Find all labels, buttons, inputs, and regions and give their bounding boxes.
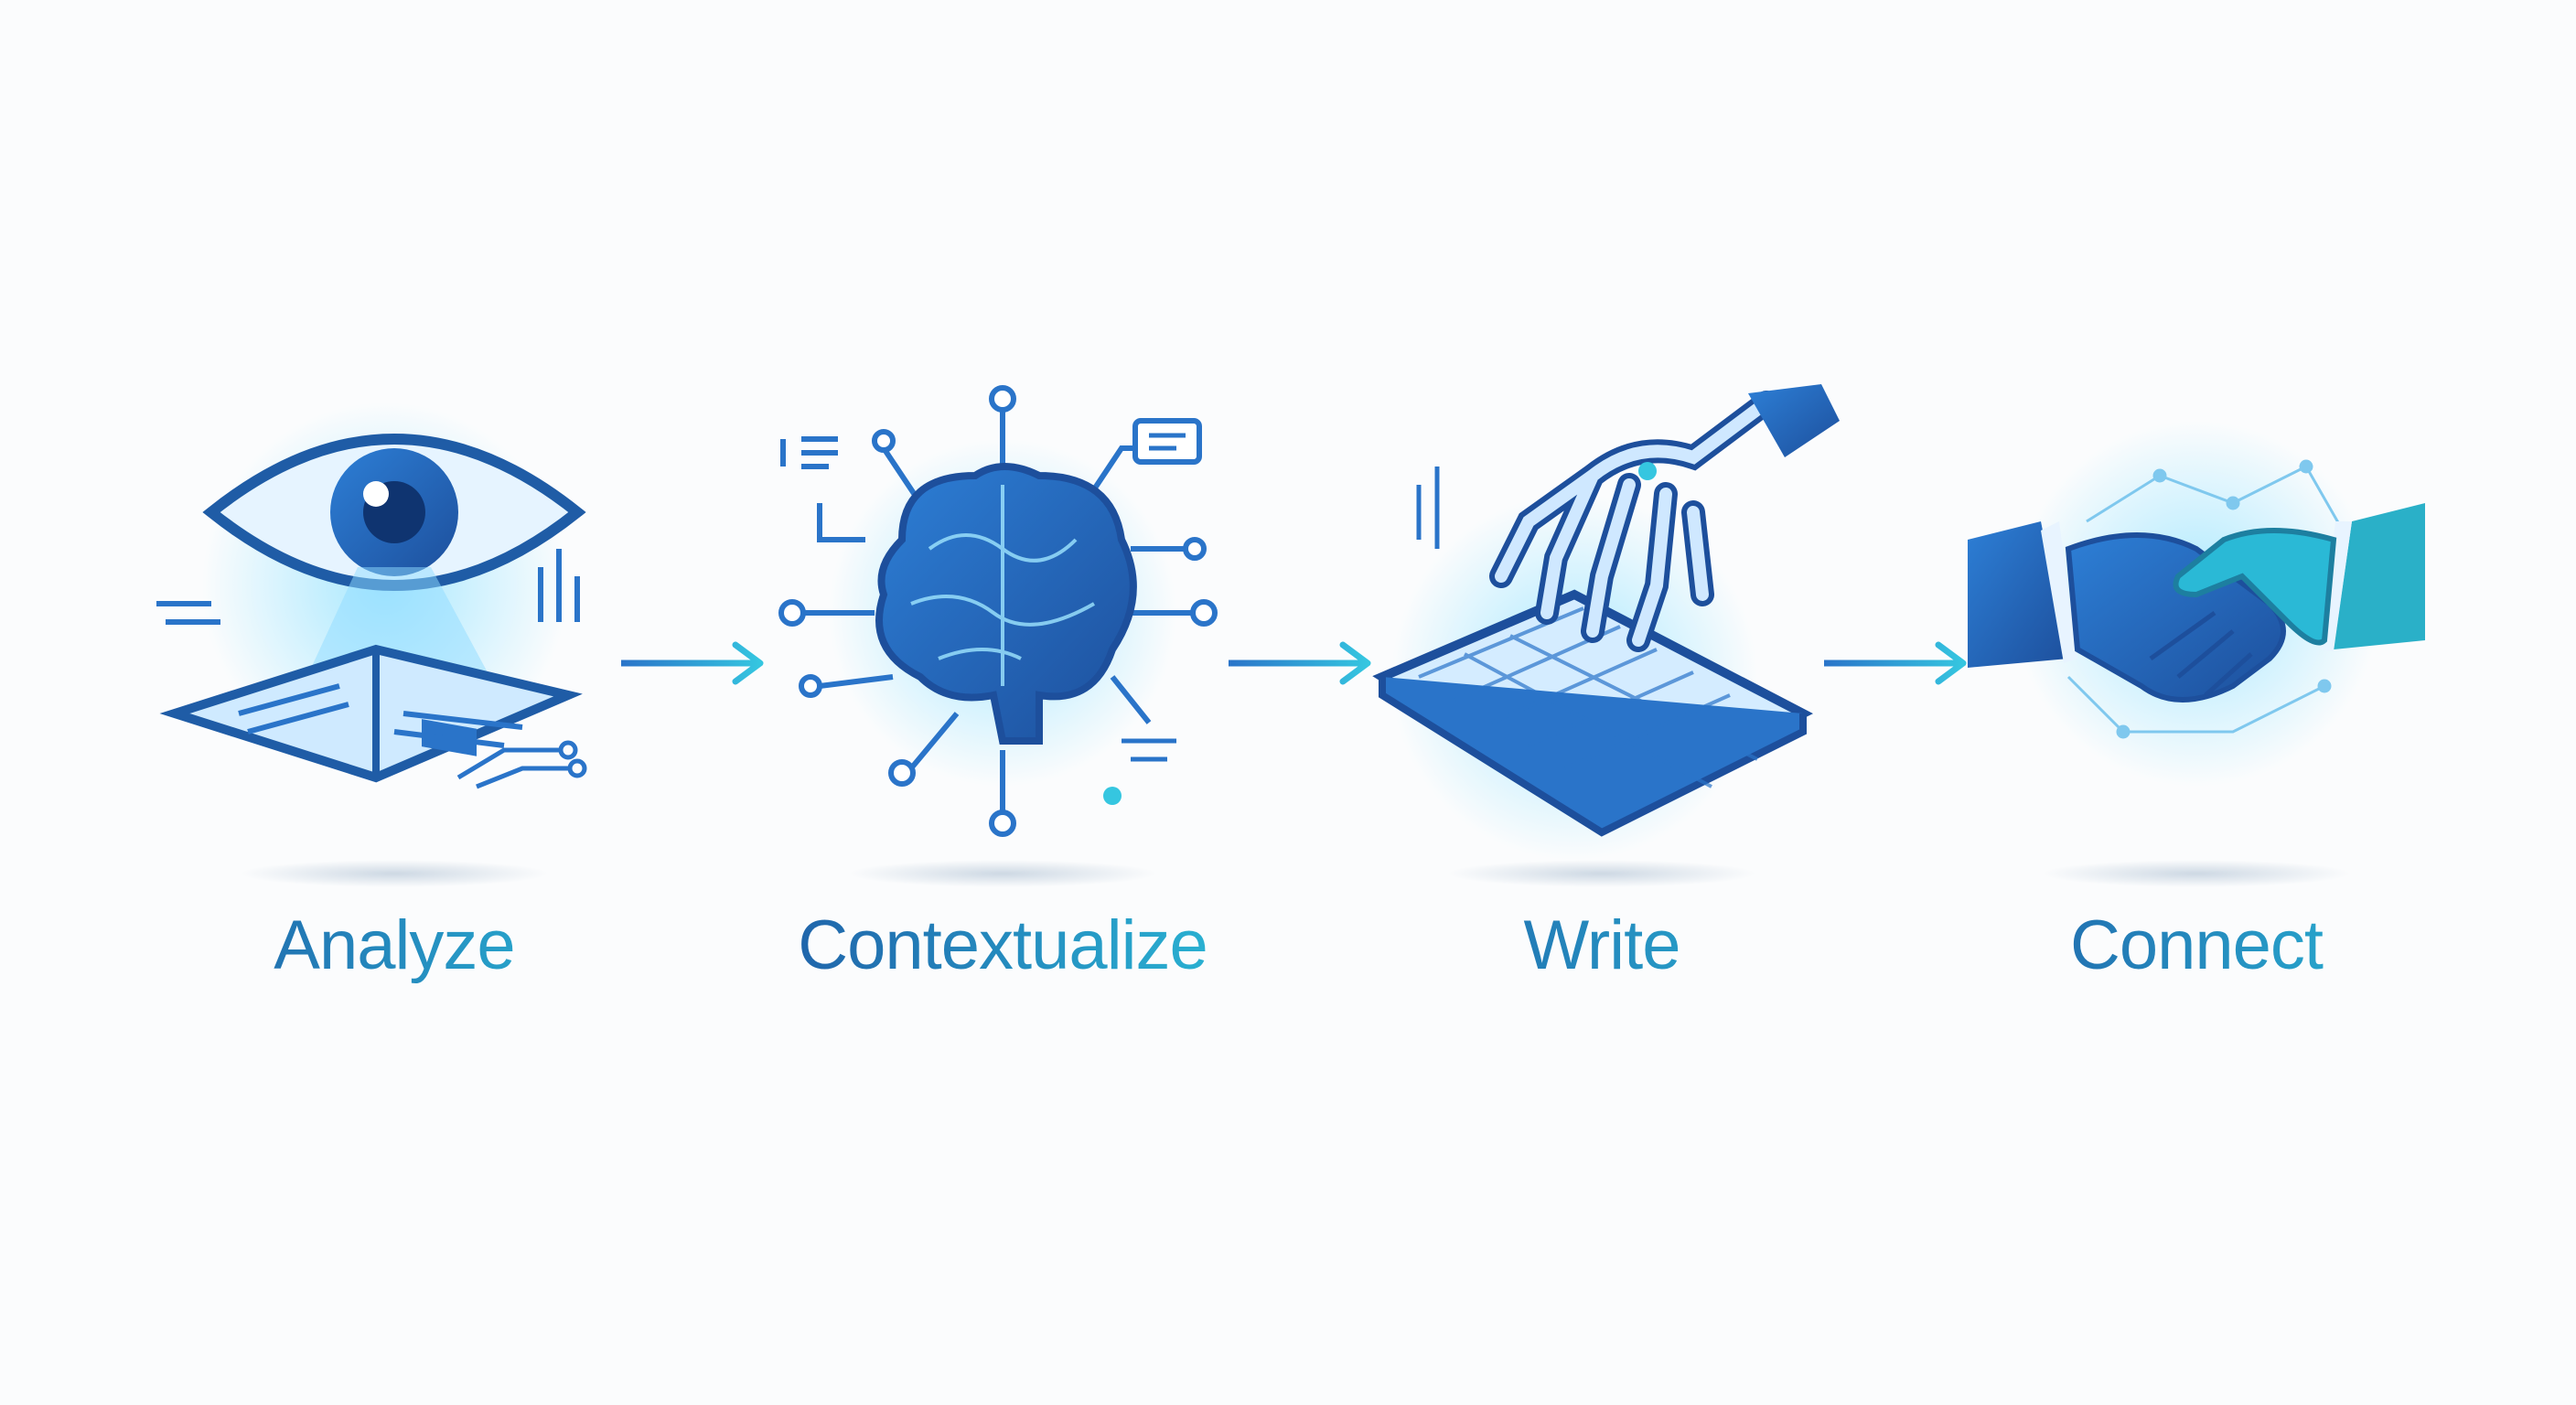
step-label: Analyze [138, 906, 650, 985]
step-write: Write [1346, 384, 1858, 1024]
robot-hand-keyboard-icon [1372, 384, 1840, 860]
step-connect: Connect [1940, 384, 2453, 1024]
eye-book-icon [156, 402, 587, 789]
icon-shadow [2041, 860, 2352, 887]
step-label: Contextualize [746, 906, 1259, 985]
icon-shadow [1446, 860, 1757, 887]
arrow-right-icon [621, 641, 764, 685]
step-contextualize: Contextualize [746, 384, 1259, 1024]
step-analyze: Analyze [138, 384, 650, 1024]
icon-shadow [847, 860, 1158, 887]
arrow-right-icon [1824, 641, 1967, 685]
handshake-icon [1968, 421, 2425, 787]
brain-network-icon [778, 385, 1218, 837]
arrow-right-icon [1229, 641, 1371, 685]
icon-shadow [239, 860, 550, 887]
step-label: Connect [1940, 906, 2453, 985]
step-label: Write [1346, 906, 1858, 985]
